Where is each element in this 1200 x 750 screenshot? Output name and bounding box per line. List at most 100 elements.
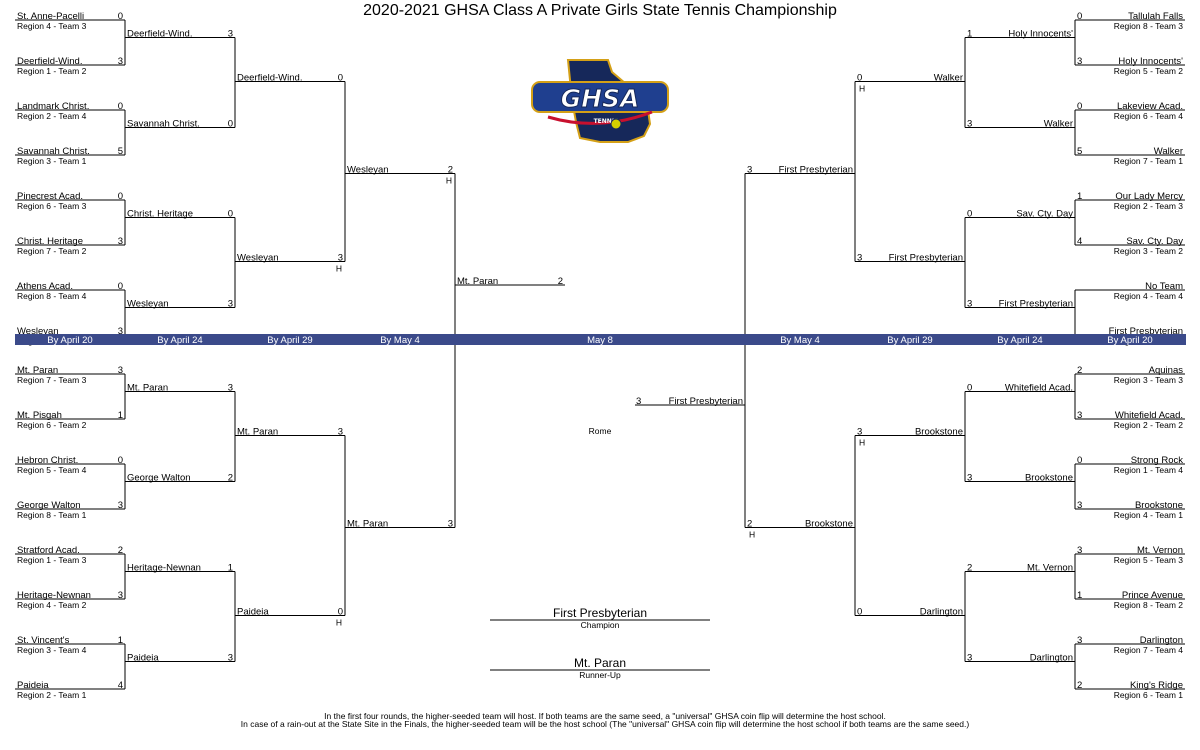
right_bottom-r1-seed: Region 1 - Team 4: [1114, 465, 1184, 475]
left_top-r4-team: Wesleyan: [347, 165, 389, 176]
left_bottom-r2-team: George Walton: [127, 473, 191, 484]
left_bottom-r2-team: Heritage-Newnan: [127, 563, 201, 574]
right_top-r1-team: Lakeview Acad.: [1117, 101, 1183, 112]
right_top-r3-score: 0: [857, 73, 862, 84]
left_bottom-r4-team: Mt. Paran: [347, 519, 388, 530]
right_bottom-r1-team: Whitefield Acad.: [1115, 410, 1183, 421]
left_bottom-r1-score: 3: [118, 590, 123, 601]
right_bottom-r3-host: H: [859, 438, 865, 448]
left_bottom-r1-score: 1: [118, 635, 123, 646]
left_bottom-r1-score: 4: [118, 680, 123, 691]
right_bottom-r2-score: 0: [967, 383, 972, 394]
champion-label: Champion: [581, 620, 620, 630]
right_top-r2-team: Walker: [1044, 119, 1073, 130]
right_bottom-r4-score: 2: [747, 519, 752, 530]
left_top-r1-score: 0: [118, 191, 123, 202]
right_top-r2-score: 0: [967, 209, 972, 220]
right_bottom-r2-team: Brookstone: [1025, 473, 1073, 484]
left_bottom-r1-team: Hebron Christ.: [17, 455, 78, 466]
left_bottom-r1-score: 3: [118, 365, 123, 376]
right_bottom-r1-team: Prince Avenue: [1122, 590, 1183, 601]
left_bottom-r2-score: 2: [228, 473, 233, 484]
page-title: 2020-2021 GHSA Class A Private Girls Sta…: [363, 2, 837, 19]
date-band-label: By May 4: [780, 335, 820, 346]
right_bottom-r1-score: 3: [1077, 545, 1082, 556]
right_bottom-r3-team: Brookstone: [915, 427, 963, 438]
right_bottom-r2-score: 3: [967, 473, 972, 484]
left_top-r1-score: 3: [118, 326, 123, 337]
left_bottom-r2-score: 3: [228, 653, 233, 664]
left_bottom-r1-seed: Region 1 - Team 3: [17, 555, 87, 565]
right_bottom-r1-score: 3: [1077, 410, 1082, 421]
right_bottom-r1-team: Brookstone: [1135, 500, 1183, 511]
left_top-r1-team: St. Anne-Pacelli: [17, 11, 84, 22]
right_top-r4-score: 3: [747, 165, 752, 176]
right_bottom-r4-team: Brookstone: [805, 519, 853, 530]
finals-left-team: Mt. Paran: [457, 276, 498, 287]
left_bottom-r1-seed: Region 6 - Team 2: [17, 420, 87, 430]
left_bottom-r1-team: Stratford Acad.: [17, 545, 80, 556]
right_bottom-r1-team: Darlington: [1140, 635, 1183, 646]
left_top-r2-score: 3: [228, 29, 233, 40]
left_top-r1-seed: Region 3 - Team 1: [17, 156, 87, 166]
left_bottom-r1-team: Mt. Pisgah: [17, 410, 62, 421]
right_top-r3-score: 3: [857, 253, 862, 264]
date-band-label: By April 29: [267, 335, 312, 346]
right_bottom-r1-seed: Region 2 - Team 2: [1114, 420, 1184, 430]
finals-right-score: 3: [636, 396, 641, 407]
right_top-r1-score: 3: [1077, 56, 1082, 67]
left_top-r1-score: 5: [118, 146, 123, 157]
right_bottom-r1-team: Aquinas: [1149, 365, 1184, 376]
left_top-r1-score: 3: [118, 236, 123, 247]
right_bottom-r1-score: 3: [1077, 500, 1082, 511]
left_bottom-r3-team: Paideia: [237, 607, 269, 618]
left_top-r2-score: 3: [228, 299, 233, 310]
left_top-r1-team: Landmark Christ.: [17, 101, 89, 112]
left_top-r4-host: H: [446, 176, 452, 186]
left_bottom-r1-team: St. Vincent's: [17, 635, 70, 646]
right_bottom-r1-seed: Region 8 - Team 2: [1114, 600, 1184, 610]
right_bottom-r1-score: 3: [1077, 635, 1082, 646]
left_top-r1-seed: Region 4 - Team 3: [17, 21, 87, 31]
right_bottom-r1-score: 1: [1077, 590, 1082, 601]
left_bottom-r1-team: Mt. Paran: [17, 365, 58, 376]
right_bottom-r2-team: Mt. Vernon: [1027, 563, 1073, 574]
runner-up-label: Runner-Up: [579, 670, 621, 680]
left_top-r2-team: Savannah Christ.: [127, 119, 200, 130]
left_bottom-r1-seed: Region 5 - Team 4: [17, 465, 87, 475]
right_top-r1-seed: Region 5 - Team 2: [1114, 66, 1184, 76]
right_bottom-r1-team: Mt. Vernon: [1137, 545, 1183, 556]
right_top-r1-score: 5: [1077, 146, 1082, 157]
right_bottom-r1-score: 2: [1077, 365, 1082, 376]
left_top-r1-team: Christ. Heritage: [17, 236, 83, 247]
footnote-2: In case of a rain-out at the State Site …: [241, 719, 970, 729]
left_bottom-r2-score: 3: [228, 383, 233, 394]
left_top-r1-score: 3: [118, 56, 123, 67]
right_top-r1-team: Holy Innocents': [1118, 56, 1183, 67]
finals-box: First Presbyterian Champion Mt. Paran Ru…: [490, 426, 710, 680]
date-band-label: By April 20: [47, 335, 92, 346]
right_top-r1-team: Walker: [1154, 146, 1183, 157]
left_top-r3-team: Deerfield-Wind.: [237, 73, 302, 84]
left_bottom-r3-team: Mt. Paran: [237, 427, 278, 438]
right_bottom-r1-score: 0: [1077, 455, 1082, 466]
left_top-r3-team: Wesleyan: [237, 253, 279, 264]
left_top-r3-host: H: [336, 264, 342, 274]
left_bottom-r1-seed: Region 2 - Team 1: [17, 690, 87, 700]
date-band-label: By April 24: [157, 335, 202, 346]
right_bottom-r2-score: 3: [967, 653, 972, 664]
right_top-r1-seed: Region 7 - Team 1: [1114, 156, 1184, 166]
right_top-r1-score: 1: [1077, 191, 1082, 202]
right_top-r2-team: Sav. Cty. Day: [1016, 209, 1073, 220]
right_bottom-r1-seed: Region 6 - Team 1: [1114, 690, 1184, 700]
left_bottom-r2-team: Mt. Paran: [127, 383, 168, 394]
left_top-r3-score: 0: [338, 73, 343, 84]
right_top-r1-team: Sav. Cty. Day: [1126, 236, 1183, 247]
right_top-r2-score: 3: [967, 119, 972, 130]
left_bottom-r1-team: Paideia: [17, 680, 49, 691]
right_bottom-r3-team: Darlington: [920, 607, 963, 618]
logo-subtext: TENNIS: [594, 118, 619, 125]
right_top-r1-score: 4: [1077, 236, 1082, 247]
